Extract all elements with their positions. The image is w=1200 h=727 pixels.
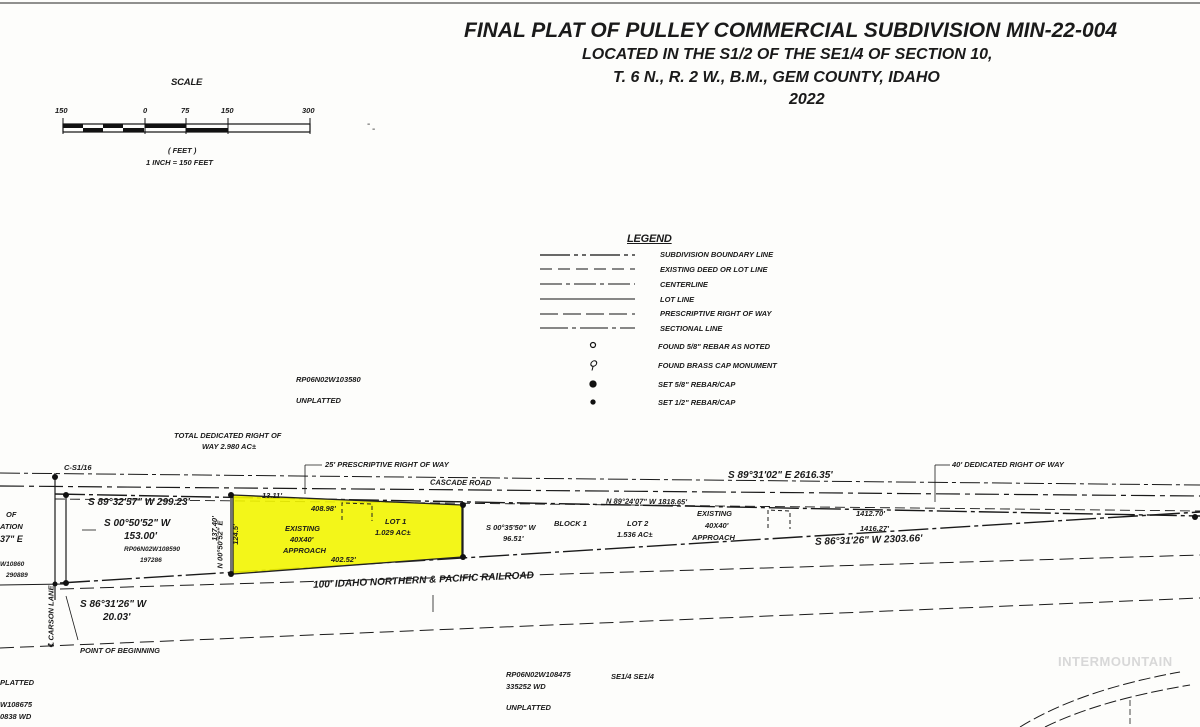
dedicated-row-label: 40' DEDICATED RIGHT OF WAY — [952, 460, 1064, 469]
south-dist-2: 96.51' — [503, 534, 524, 543]
vertical-bearing: N 00°50'52" E — [215, 520, 225, 569]
left-edge-label: OF — [6, 510, 17, 519]
bottom-dist: 20.03' — [103, 612, 131, 623]
south-dist-1: 153.00' — [124, 531, 157, 542]
plat-location-line: LOCATED IN THE S1/2 OF THE SE1/4 OF SECT… — [582, 46, 993, 63]
corner-label: C-S1/16 — [64, 463, 92, 472]
total-row-area: WAY 2.980 AC± — [202, 442, 256, 451]
left-edge-label: W10860 — [0, 561, 25, 568]
unplatted-label: UNPLATTED — [296, 396, 341, 405]
approach-label-1: APPROACH — [283, 546, 326, 555]
section-label: SE1/4 SE1/4 — [611, 672, 654, 681]
dim-b: 1416.27' — [860, 524, 889, 533]
left-edge-label: W108675 — [0, 700, 33, 709]
legend-item: LOT LINE — [660, 295, 695, 304]
scale-unit: ( FEET ) — [168, 146, 197, 155]
total-row-label: TOTAL DEDICATED RIGHT OF — [174, 431, 282, 440]
lot2-area: 1.536 AC± — [617, 530, 653, 539]
parcel-bottom: RP06N02W108475 — [506, 670, 571, 679]
prescriptive-row-label: 25' PRESCRIPTIVE RIGHT OF WAY — [325, 460, 449, 469]
approach-size-1: 40X40' — [290, 535, 314, 544]
lot1-top-dim: 408.98' — [311, 504, 336, 513]
approach-label-2: APPROACH — [692, 533, 735, 542]
scale-tick-1: 0 — [143, 106, 148, 115]
plat-township-line: T. 6 N., R. 2 W., B.M., GEM COUNTY, IDAH… — [613, 69, 940, 86]
plat-year: 2022 — [789, 91, 825, 108]
inner-bearing: N 89°24'07" W 1818.65' — [605, 496, 688, 507]
existing-label-2: EXISTING — [697, 509, 733, 518]
south-bearing-2: S 00°35'50" W — [486, 523, 536, 532]
carson-lane-label: ℄ CARSON LANE — [46, 585, 56, 648]
north-bearing: S 89°31'02" E 2616.35' — [728, 470, 833, 481]
scale-tick-0: 150 — [55, 106, 68, 115]
left-edge-label: 290889 — [6, 572, 28, 579]
legend-item: SUBDIVISION BOUNDARY LINE — [660, 250, 774, 259]
parcel-bottom-num: 335252 WD — [506, 682, 546, 691]
lot1-bottom-dim: 402.52' — [331, 555, 356, 564]
lot2-label: LOT 2 — [627, 519, 649, 528]
legend-item: SET 5/8" REBAR/CAP — [658, 380, 736, 389]
legend-item: SET 1/2" REBAR/CAP — [658, 398, 736, 407]
scale-tick-3: 150 — [221, 106, 234, 115]
west-dim: 13.11' — [262, 491, 282, 500]
road-name: CASCADE ROAD — [429, 477, 492, 488]
parcel-mid: RP06N02W108590 — [124, 546, 181, 553]
west-bearing: S 89°32'57" W 299.23' — [88, 497, 190, 508]
lot1-label: LOT 1 — [385, 517, 407, 526]
legend-item: FOUND BRASS CAP MONUMENT — [658, 361, 777, 370]
plat-boundaries — [0, 464, 1200, 727]
approach-size-2: 40X40' — [705, 521, 729, 530]
scale-ratio: 1 INCH = 150 FEET — [146, 158, 213, 167]
legend-item: SECTIONAL LINE — [660, 324, 723, 333]
svg-text:⚲: ⚲ — [588, 358, 598, 372]
svg-text:-: - — [372, 124, 375, 135]
parcel-mid-num: 197286 — [140, 557, 162, 564]
dim-a: 1412.70' — [856, 509, 885, 518]
block-label: BLOCK 1 — [554, 519, 587, 528]
left-edge-label: 37" E — [0, 534, 23, 544]
scale-tick-2: 75 — [181, 106, 190, 115]
existing-label-1: EXISTING — [285, 524, 321, 533]
legend-symbols — [540, 254, 635, 405]
unplatted-bottom: UNPLATTED — [506, 703, 551, 712]
svg-text:-: - — [367, 119, 370, 130]
south-bearing-1: S 00°50'52" W — [104, 518, 171, 529]
legend-heading: LEGEND — [627, 233, 672, 245]
left-edge-label: PLATTED — [0, 678, 35, 687]
point-of-beginning: POINT OF BEGINNING — [80, 646, 161, 655]
scale-tick-4: 300 — [302, 106, 315, 115]
bottom-bearing: S 86°31'26" W — [80, 599, 147, 610]
left-edge-label: ATION — [0, 522, 23, 531]
left-edge-label: 0838 WD — [0, 712, 32, 721]
lot1-area: 1.029 AC± — [375, 528, 411, 537]
plat-title: FINAL PLAT OF PULLEY COMMERCIAL SUBDIVIS… — [464, 19, 1118, 42]
legend-item: PRESCRIPTIVE RIGHT OF WAY — [660, 309, 772, 318]
parcel-label: RP06N02W103580 — [296, 375, 361, 384]
scale-bar — [62, 118, 311, 134]
watermark: INTERMOUNTAIN — [1058, 654, 1173, 669]
legend-item: CENTERLINE — [660, 280, 708, 289]
monuments — [52, 474, 1198, 587]
legend-item: FOUND 5/8" REBAR AS NOTED — [658, 342, 771, 351]
scale-label: SCALE — [171, 77, 203, 88]
vertical-dim-2: 124.5' — [230, 524, 240, 545]
legend-item: EXISTING DEED OR LOT LINE — [660, 265, 768, 274]
